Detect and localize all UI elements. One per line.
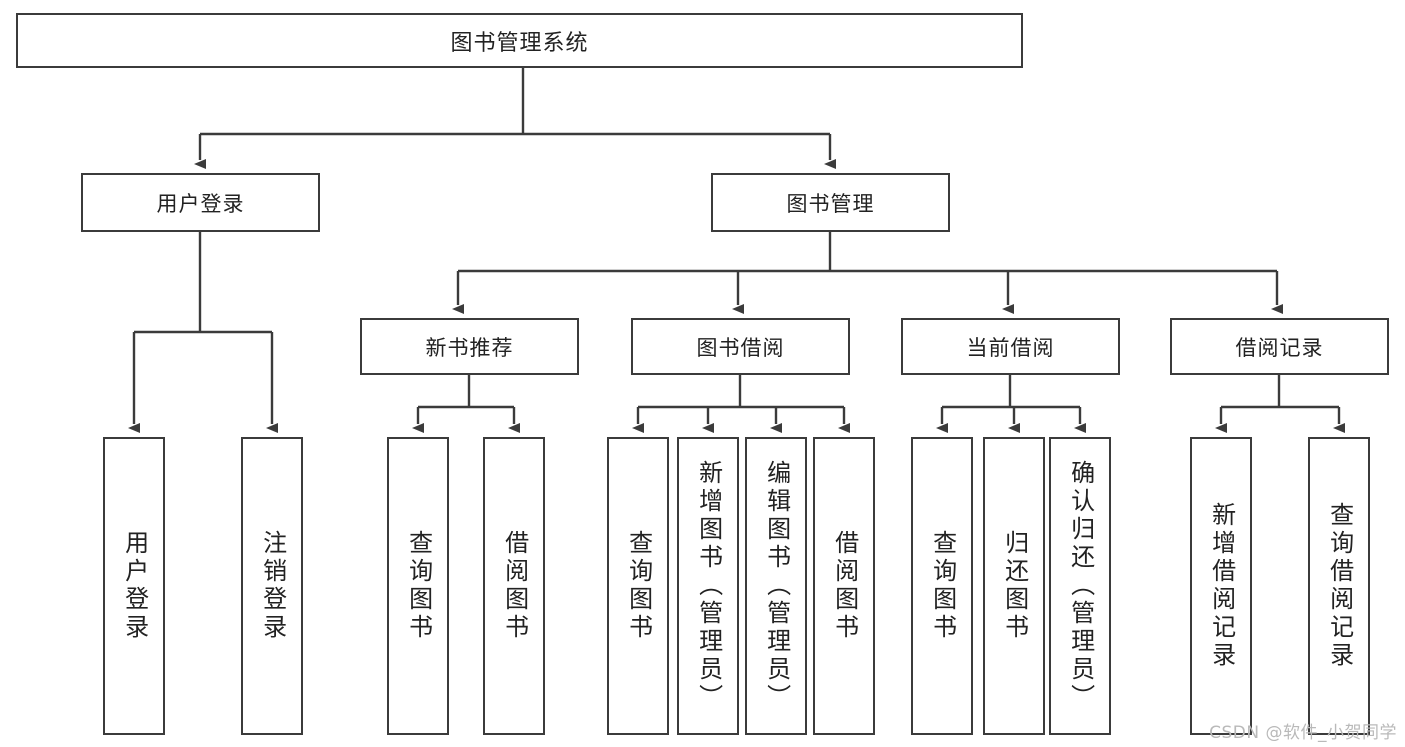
node-b4[interactable]: 借阅图书 (813, 437, 875, 735)
node-records[interactable]: 借阅记录 (1170, 318, 1389, 375)
node-label: 借阅图书 (830, 530, 859, 642)
node-label: 当前借阅 (966, 335, 1055, 360)
node-label: 用户登录 (120, 530, 149, 642)
node-label: 归还图书 (1000, 530, 1029, 642)
node-n2[interactable]: 借阅图书 (483, 437, 545, 735)
node-label: 图书管理系统 (450, 30, 589, 56)
node-label: 图书管理 (786, 191, 875, 216)
node-label: 查询图书 (624, 530, 653, 642)
node-label: 查询图书 (928, 530, 957, 642)
node-label: 新书推荐 (425, 335, 514, 360)
node-label: 新增借阅记录 (1207, 502, 1236, 670)
node-label: 用户登录 (156, 191, 245, 216)
node-newbook[interactable]: 新书推荐 (360, 318, 579, 375)
node-label: 确认归还（管理员） (1066, 460, 1095, 712)
node-label: 查询图书 (404, 530, 433, 642)
node-r1[interactable]: 新增借阅记录 (1190, 437, 1252, 735)
node-label: 注销登录 (258, 530, 287, 642)
node-l2[interactable]: 注销登录 (241, 437, 303, 735)
node-label: 编辑图书（管理员） (762, 460, 791, 712)
node-label: 借阅记录 (1235, 335, 1324, 360)
node-label: 新增图书（管理员） (694, 460, 723, 712)
node-n1[interactable]: 查询图书 (387, 437, 449, 735)
node-c2[interactable]: 归还图书 (983, 437, 1045, 735)
node-borrow[interactable]: 图书借阅 (631, 318, 850, 375)
watermark: CSDN @软件_小贺同学 (1209, 723, 1397, 743)
node-b2[interactable]: 新增图书（管理员） (677, 437, 739, 735)
node-c3[interactable]: 确认归还（管理员） (1049, 437, 1111, 735)
node-bookmgmt[interactable]: 图书管理 (711, 173, 950, 232)
node-current[interactable]: 当前借阅 (901, 318, 1120, 375)
node-r2[interactable]: 查询借阅记录 (1308, 437, 1370, 735)
node-l1[interactable]: 用户登录 (103, 437, 165, 735)
node-b3[interactable]: 编辑图书（管理员） (745, 437, 807, 735)
node-label: 查询借阅记录 (1325, 502, 1354, 670)
node-login[interactable]: 用户登录 (81, 173, 320, 232)
node-root[interactable]: 图书管理系统 (16, 13, 1023, 68)
node-c1[interactable]: 查询图书 (911, 437, 973, 735)
node-label: 图书借阅 (696, 335, 785, 360)
node-b1[interactable]: 查询图书 (607, 437, 669, 735)
node-label: 借阅图书 (500, 530, 529, 642)
